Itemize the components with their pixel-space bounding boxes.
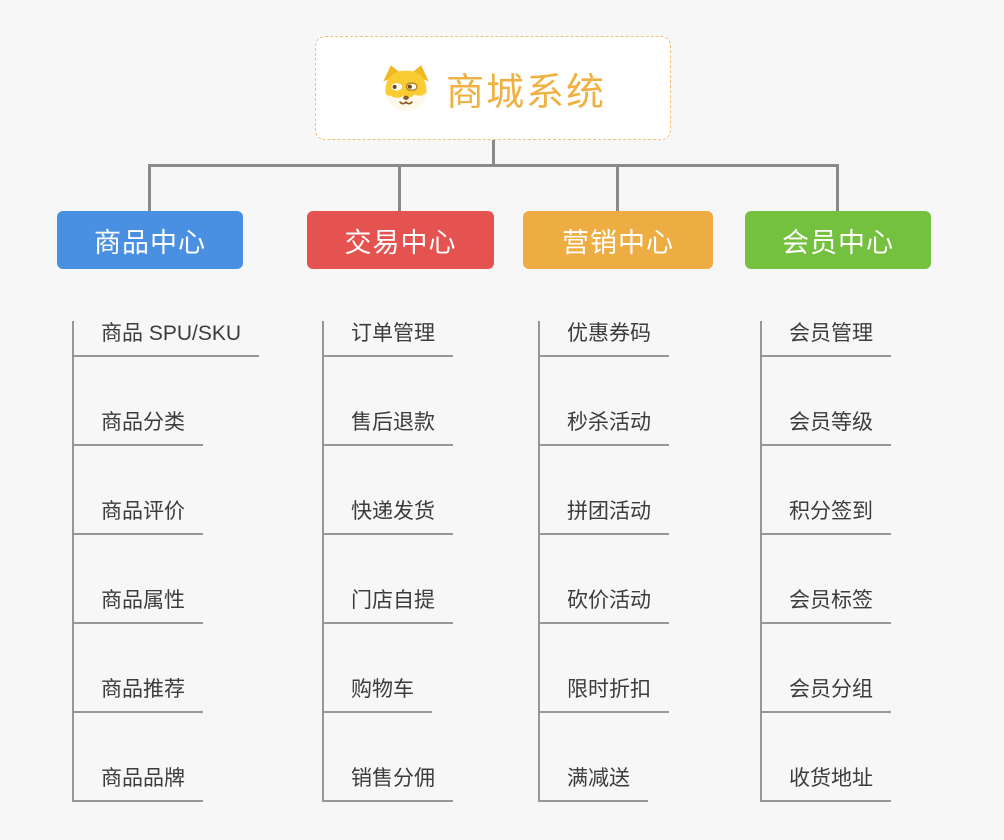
child-node[interactable]: 商品推荐 xyxy=(74,677,203,713)
branch-children-list: 会员管理会员等级积分签到会员标签会员分组收货地址 xyxy=(760,321,891,802)
child-node[interactable]: 销售分佣 xyxy=(324,766,453,802)
child-node[interactable]: 商品品牌 xyxy=(74,766,203,802)
child-node[interactable]: 门店自提 xyxy=(324,588,453,624)
branch-column-3: 营销中心优惠券码秒杀活动拼团活动砍价活动限时折扣满减送 xyxy=(523,211,713,802)
branch-column-4: 会员中心会员管理会员等级积分签到会员标签会员分组收货地址 xyxy=(745,211,931,802)
branch-children-list: 优惠券码秒杀活动拼团活动砍价活动限时折扣满减送 xyxy=(538,321,669,802)
branch-drop-connector xyxy=(398,167,401,211)
branch-children-list: 订单管理售后退款快递发货门店自提购物车销售分佣 xyxy=(322,321,453,802)
child-node[interactable]: 购物车 xyxy=(324,677,432,713)
branch-children-list: 商品 SPU/SKU 商品分类商品评价商品属性商品推荐商品品牌 xyxy=(72,321,260,802)
child-node[interactable]: 秒杀活动 xyxy=(540,410,669,446)
root-node[interactable]: 商城系统 xyxy=(315,36,671,140)
shiba-dog-icon xyxy=(383,65,429,111)
root-stem-connector xyxy=(492,140,495,164)
child-node[interactable]: 商品属性 xyxy=(74,588,203,624)
child-node[interactable]: 订单管理 xyxy=(324,321,453,357)
branch-drop-connector xyxy=(616,167,619,211)
branch-node[interactable]: 商品中心 xyxy=(57,211,243,269)
child-node[interactable]: 快递发货 xyxy=(324,499,453,535)
branch-column-1: 商品中心商品 SPU/SKU 商品分类商品评价商品属性商品推荐商品品牌 xyxy=(57,211,260,802)
child-node[interactable]: 会员等级 xyxy=(762,410,891,446)
child-node[interactable]: 限时折扣 xyxy=(540,677,669,713)
child-node[interactable]: 商品分类 xyxy=(74,410,203,446)
child-node[interactable]: 商品 SPU/SKU xyxy=(74,321,260,357)
child-node[interactable]: 商品评价 xyxy=(74,499,203,535)
child-node[interactable]: 会员标签 xyxy=(762,588,891,624)
branch-node[interactable]: 营销中心 xyxy=(523,211,713,269)
branch-drop-connector xyxy=(836,167,839,211)
child-node[interactable]: 满减送 xyxy=(540,766,648,802)
child-node[interactable]: 售后退款 xyxy=(324,410,453,446)
horizontal-connector xyxy=(148,164,839,167)
branch-drop-connector xyxy=(148,167,151,211)
branch-column-2: 交易中心订单管理售后退款快递发货门店自提购物车销售分佣 xyxy=(307,211,494,802)
child-node[interactable]: 积分签到 xyxy=(762,499,891,535)
child-node[interactable]: 拼团活动 xyxy=(540,499,669,535)
child-node[interactable]: 优惠券码 xyxy=(540,321,669,357)
child-node[interactable]: 会员分组 xyxy=(762,677,891,713)
branch-node[interactable]: 会员中心 xyxy=(745,211,931,269)
root-title: 商城系统 xyxy=(445,71,606,114)
child-node[interactable]: 收货地址 xyxy=(762,766,891,802)
child-node[interactable]: 会员管理 xyxy=(762,321,891,357)
branch-node[interactable]: 交易中心 xyxy=(307,211,494,269)
child-node[interactable]: 砍价活动 xyxy=(540,588,669,624)
